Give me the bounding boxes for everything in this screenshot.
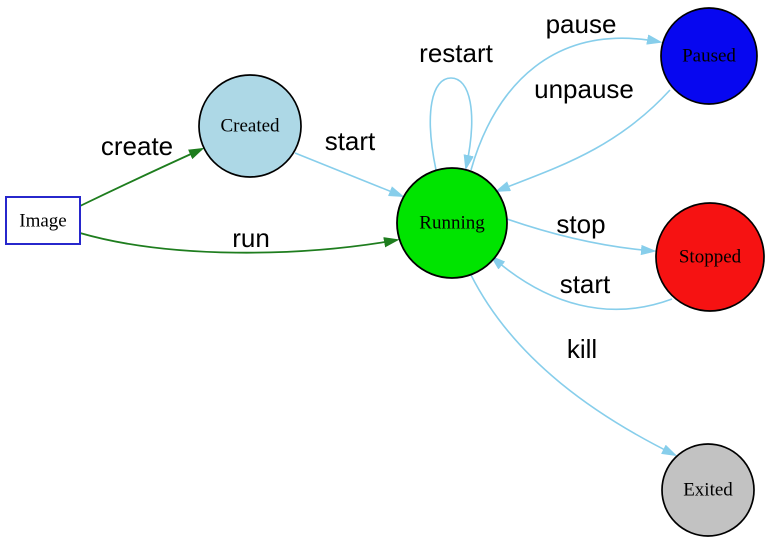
edge-label-pause: pause	[546, 9, 617, 39]
paused-node-circle	[660, 7, 758, 105]
node-exited: Exited	[661, 443, 755, 537]
created-node-label: Created	[220, 116, 280, 137]
edge-stop	[506, 218, 654, 251]
exited-node-label: Exited	[683, 480, 733, 501]
image-node-label: Image	[19, 211, 66, 232]
edge-start-stopped-running	[492, 257, 673, 311]
edge-label-stop: stop	[556, 209, 605, 239]
edge-run	[79, 232, 397, 254]
edge-label-kill: kill	[567, 334, 597, 364]
running-node-circle	[396, 167, 508, 279]
stopped-node-label: Stopped	[679, 247, 742, 268]
edge-pause	[470, 38, 660, 171]
edge-labels-layer: create run start restart pause unpause s…	[101, 9, 634, 364]
image-node-rectangle	[5, 196, 81, 245]
node-created: Created	[198, 74, 302, 178]
node-stopped: Stopped	[655, 202, 765, 312]
edge-label-start-created: start	[325, 126, 376, 156]
edge-restart-self-loop	[429, 77, 471, 170]
edges-layer	[79, 38, 675, 455]
edge-label-unpause: unpause	[534, 74, 634, 104]
paused-node-label: Paused	[682, 46, 736, 67]
created-node-circle	[198, 74, 302, 178]
edge-start-created-running	[294, 152, 402, 196]
nodes-layer: Image Created Running Paused Stopped Exi…	[5, 7, 765, 537]
edge-unpause	[497, 89, 671, 191]
node-image: Image	[5, 196, 81, 245]
edge-label-start-stopped: start	[560, 269, 611, 299]
edge-label-create: create	[101, 131, 173, 161]
node-paused: Paused	[660, 7, 758, 105]
edge-create	[79, 149, 202, 207]
edge-label-restart: restart	[419, 38, 493, 68]
stopped-node-circle	[655, 202, 765, 312]
running-node-label: Running	[419, 213, 485, 234]
edge-kill	[470, 274, 675, 455]
node-running: Running	[396, 167, 508, 279]
exited-node-circle	[661, 443, 755, 537]
edge-label-run: run	[232, 223, 270, 253]
